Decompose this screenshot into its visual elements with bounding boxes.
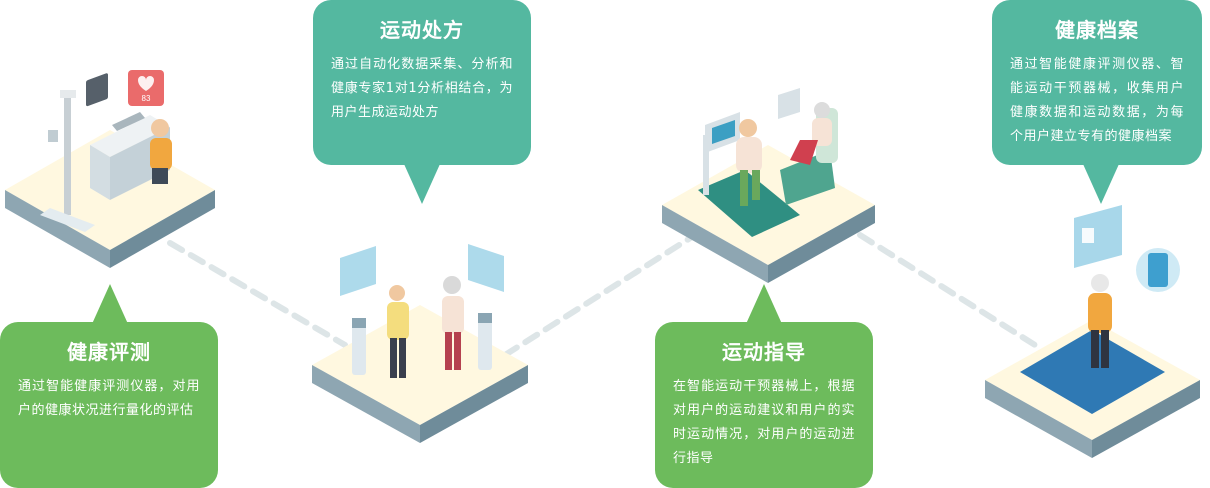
id-card-icon: [1074, 205, 1122, 268]
pole-head: [60, 90, 76, 98]
bike-base: [780, 150, 835, 205]
card-health-assessment: 健康评测 通过智能健康评测仪器，对用户的健康状况进行量化的评估: [0, 322, 218, 488]
kiosk-right: [478, 315, 492, 370]
woman-torso: [442, 296, 464, 334]
person-head: [1091, 274, 1109, 292]
person-leg-left: [1091, 330, 1099, 368]
tail-exercise-prescription: [404, 164, 440, 204]
person-head: [151, 119, 169, 137]
monitor-screen: [86, 73, 108, 107]
platform-top: [312, 305, 528, 425]
card-exercise-guidance: 运动指导 在智能运动干预器械上，根据对用户的运动建议和用户的实时运动情况，对用户…: [655, 322, 873, 488]
runner-leg-left: [740, 170, 748, 206]
dashed-connectors: [167, 232, 1038, 358]
tail-health-assessment: [92, 284, 128, 324]
person-torso: [150, 138, 172, 170]
platform-right-side: [768, 205, 875, 283]
runner-torso: [736, 137, 762, 173]
platform-right-side: [420, 365, 528, 443]
runner-leg-right: [752, 170, 760, 200]
station-health-assessment: 83: [5, 70, 215, 268]
woman-hair: [443, 276, 461, 294]
person-legs: [152, 168, 168, 184]
cyclist-head: [814, 102, 830, 118]
man-leg-left: [390, 338, 397, 378]
runner-head: [739, 119, 757, 137]
card-exercise-prescription: 运动处方 通过自动化数据采集、分析和健康专家1对1分析相结合，为用户生成运动处方: [313, 0, 531, 165]
card-title: 健康档案: [1055, 18, 1139, 42]
man-leg-right: [399, 338, 406, 378]
kiosk-right-screen: [478, 313, 492, 323]
platform-right-side: [1092, 380, 1200, 458]
kiosk-left: [352, 320, 366, 375]
card-description: 通过智能健康评测仪器，对用户的健康状况进行量化的评估: [18, 379, 200, 418]
card-title: 运动处方: [380, 18, 464, 42]
desk-top: [90, 115, 170, 157]
treadmill-screen: [712, 120, 735, 144]
connector-1: [167, 240, 348, 348]
bike-console: [778, 88, 800, 119]
station-health-records: [985, 205, 1200, 458]
scale-display: [48, 130, 58, 142]
platform-left-side: [312, 365, 420, 443]
station-exercise-prescription: [312, 244, 528, 443]
connector-2: [502, 232, 698, 358]
card-title: 健康评测: [67, 340, 151, 364]
kiosk-left-screen: [352, 318, 366, 328]
platform-left-side: [5, 190, 110, 268]
heart-icon: [138, 76, 154, 91]
cyclist-torso: [812, 118, 832, 146]
platform-left-side: [985, 380, 1092, 458]
glowing-pad: [1020, 330, 1165, 414]
info-panel-icon-right: [468, 244, 504, 292]
station-exercise-guidance: [662, 88, 875, 283]
tail-health-records: [1083, 164, 1119, 204]
woman-leg-left: [445, 332, 452, 370]
desk-left: [90, 145, 110, 200]
card-title: 运动指导: [722, 340, 806, 364]
man-torso: [387, 302, 409, 340]
smartphone-icon: [1148, 253, 1168, 287]
person-leg-right: [1101, 330, 1109, 368]
card-description: 在智能运动干预器械上，根据对用户的运动建议和用户的实时运动情况，对用户的运动进行…: [673, 379, 855, 466]
id-card-photo: [1082, 228, 1094, 243]
connector-3: [857, 232, 1038, 348]
woman-leg-right: [454, 332, 461, 370]
height-pole: [64, 95, 71, 215]
person-torso: [1088, 293, 1112, 333]
treadmill-post: [703, 135, 709, 195]
man-head: [389, 285, 405, 301]
info-panel-icon: [340, 246, 376, 296]
platform-left-side: [662, 205, 768, 283]
card-description: 通过智能健康评测仪器、智能运动干预器械，收集用户健康数据和运动数据，为每个用户建…: [1010, 57, 1184, 144]
cyclist-legs: [790, 140, 818, 165]
heart-rate-reading: 83: [142, 94, 151, 103]
bp-cuff: [112, 112, 145, 131]
tail-exercise-guidance: [746, 284, 782, 324]
treadmill-belt: [698, 170, 800, 237]
card-health-records: 健康档案 通过智能健康评测仪器、智能运动干预器械，收集用户健康数据和运动数据，为…: [992, 0, 1202, 165]
platform-right-side: [110, 190, 215, 268]
card-description: 通过自动化数据采集、分析和健康专家1对1分析相结合，为用户生成运动处方: [331, 57, 513, 120]
scale-base: [40, 208, 95, 232]
